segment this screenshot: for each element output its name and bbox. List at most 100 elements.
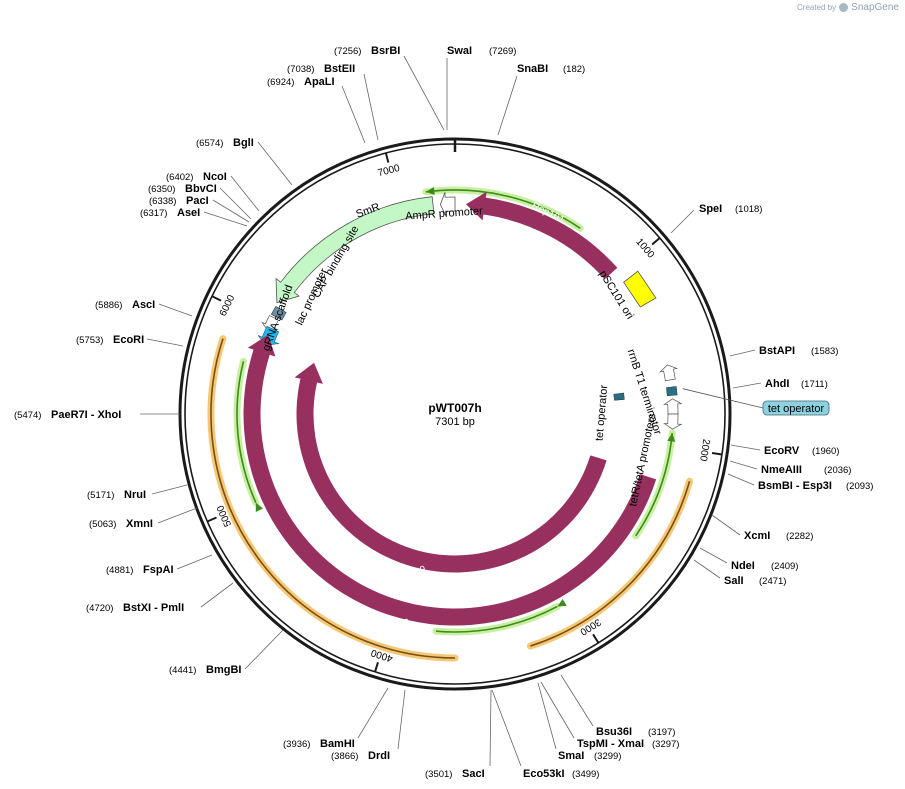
orange-arc-right-glow [526, 477, 694, 650]
site-name[interactable]: BstXI - PmlI [123, 602, 184, 614]
site-position: (2282) [786, 531, 813, 542]
site-position: (3299) [594, 751, 621, 762]
restriction-site[interactable]: TspMI - XmaI(3297) [540, 681, 679, 750]
restriction-site[interactable]: AhdI(1711) [732, 378, 828, 390]
restriction-site[interactable]: ApaLI(6924) [267, 76, 366, 144]
site-leader-line [729, 349, 756, 357]
restriction-site[interactable]: Eco53kI(3499) [491, 689, 599, 780]
site-leader-line [489, 689, 492, 767]
site-name[interactable]: AhdI [765, 378, 789, 390]
smr-arrow [275, 196, 435, 304]
plasmid-length: 7301 bp [435, 416, 475, 428]
site-leader-line [727, 473, 755, 486]
restriction-site[interactable]: BstEII(7038) [287, 63, 379, 141]
site-name[interactable]: SmaI [558, 750, 584, 762]
restriction-site[interactable]: EcoRI(5753) [76, 334, 184, 347]
restriction-site[interactable]: NcoI(6402) [166, 171, 260, 212]
site-name[interactable]: BmgBI [206, 664, 241, 676]
cas9-outer-label: Cas9 [385, 617, 411, 633]
site-name[interactable]: FspAI [143, 564, 174, 576]
site-name[interactable]: Eco53kI [523, 768, 565, 780]
site-position: (5474) [14, 410, 41, 421]
restriction-site[interactable]: DrdI (3866) [331, 689, 406, 762]
site-name[interactable]: PacI [186, 195, 209, 207]
site-name[interactable]: BstEII [324, 63, 355, 75]
site-position: (6574) [196, 138, 223, 149]
restriction-site[interactable]: BbvCI(6350) [148, 183, 252, 220]
tetr-teta-promoter-arrow-b [663, 413, 683, 430]
restriction-site[interactable]: NdeI(2409) [699, 547, 798, 572]
restriction-site[interactable]: NmeAIII (2036) [729, 460, 851, 476]
site-name[interactable]: EcoRV [764, 445, 800, 457]
restriction-site[interactable]: SnaBI (182) [497, 63, 585, 136]
primer-arc-left-arrowhead [255, 502, 263, 513]
site-name[interactable]: AscI [132, 299, 155, 311]
site-name[interactable]: AseI [177, 207, 200, 219]
site-leader-line [693, 559, 721, 579]
site-name[interactable]: BglI [233, 137, 254, 149]
tick-label: 7000 [377, 163, 402, 179]
snapgene-watermark: Created by SnapGene [797, 2, 899, 13]
site-name[interactable]: SnaBI [517, 63, 548, 75]
restriction-site[interactable]: BstXI - PmlI(4720) [86, 582, 234, 614]
tetr-teta-promoter-arrow-a [663, 398, 683, 415]
restriction-site[interactable]: BmgBI(4441) [169, 629, 284, 676]
site-name[interactable]: XcmI [744, 530, 770, 542]
restriction-site[interactable]: SwaI(7269) [446, 45, 516, 130]
restriction-site[interactable]: Bsu36I(3197) [560, 674, 675, 738]
site-name[interactable]: SwaI [447, 45, 472, 57]
site-name[interactable]: TspMI - XmaI [577, 738, 644, 750]
restriction-site[interactable]: SacI(3501) [425, 689, 492, 780]
tick-mark [384, 152, 390, 163]
site-leader-line [151, 484, 188, 495]
site-name[interactable]: BbvCI [185, 183, 217, 195]
site-leader-line [711, 514, 741, 536]
site-name[interactable]: DrdI [368, 750, 390, 762]
restriction-site[interactable]: PaeR7I - XhoI (5474) [14, 409, 180, 421]
site-leader-line [357, 687, 389, 739]
site-leader-line [203, 211, 248, 227]
restriction-site[interactable]: XmnI(5063) [89, 507, 198, 530]
restriction-site[interactable]: BstAPI(1583) [729, 345, 838, 357]
site-name[interactable]: SalI [724, 575, 744, 587]
site-leader-line [497, 75, 518, 136]
restriction-site[interactable]: AseI(6317) [140, 207, 248, 227]
restriction-site[interactable]: EcoRV(1960) [730, 444, 839, 457]
site-name[interactable]: BamHI [320, 738, 355, 750]
site-name[interactable]: NdeI [731, 560, 755, 572]
restriction-site[interactable]: BamHI(3936) [283, 687, 389, 750]
site-position: (3866) [331, 751, 358, 762]
restriction-site[interactable]: XcmI (2282) [711, 514, 813, 542]
primer-arc-bottom [432, 598, 567, 636]
site-position: (2036) [824, 465, 851, 476]
site-name[interactable]: BsmBI - Esp3I [758, 480, 832, 492]
restriction-site[interactable]: SmaI (3299) [537, 682, 621, 762]
cas9-inner-label: Cas9 [401, 564, 427, 580]
site-name[interactable]: NcoI [203, 171, 227, 183]
site-name[interactable]: Bsu36I [596, 726, 632, 738]
site-name[interactable]: BstAPI [759, 345, 795, 357]
restriction-site[interactable]: PacI(6338) [149, 195, 250, 223]
site-name[interactable]: EcoRI [113, 334, 144, 346]
site-name[interactable]: NmeAIII [761, 464, 802, 476]
restriction-site[interactable]: BsmBI - Esp3I(2093) [727, 473, 873, 492]
restriction-site[interactable]: SalI(2471) [693, 559, 786, 587]
site-name[interactable]: BsrBI [371, 45, 400, 57]
restriction-site[interactable]: SpeI(1018) [670, 203, 762, 234]
orange-arc-right-line [530, 481, 691, 647]
orange-arc-right [526, 477, 694, 650]
site-name[interactable]: ApaLI [304, 76, 335, 88]
restriction-site[interactable]: AscI(5886) [95, 299, 193, 317]
lac-promoter-arrow [261, 314, 279, 331]
site-name[interactable]: XmnI [126, 518, 153, 530]
site-name[interactable]: SacI [462, 768, 485, 780]
restriction-site[interactable]: BsrBI(7256) [334, 45, 445, 131]
site-position: (182) [563, 64, 585, 75]
restriction-site[interactable]: BglI (6574) [196, 137, 293, 186]
restriction-site[interactable]: FspAI(4881) [106, 554, 213, 576]
restriction-sites: SwaI(7269)SnaBI (182) SpeI(1018) BstAPI(158… [14, 45, 873, 780]
site-name[interactable]: SpeI [699, 203, 722, 215]
site-name[interactable]: PaeR7I - XhoI [51, 409, 121, 421]
restriction-site[interactable]: NruI(5171) [87, 484, 188, 501]
site-name[interactable]: NruI [124, 489, 146, 501]
